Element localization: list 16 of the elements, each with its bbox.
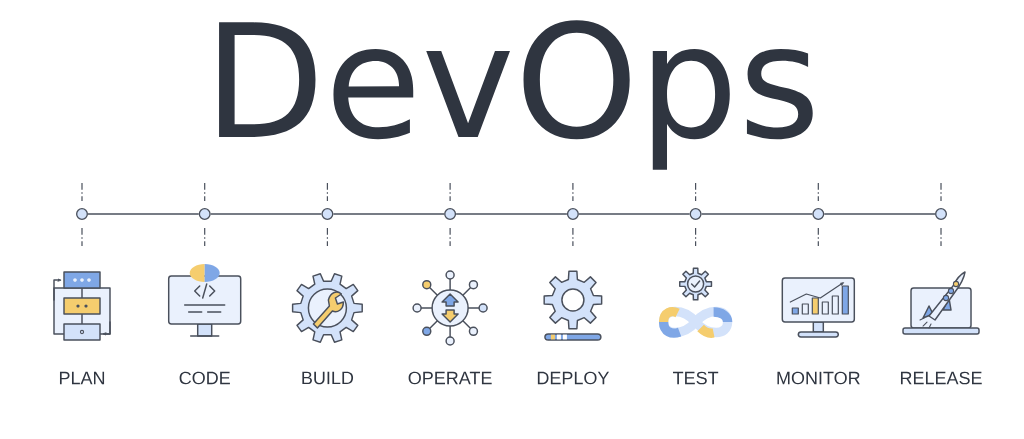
timeline-line: [210, 213, 323, 215]
timeline-line: [700, 213, 813, 215]
step-label: OPERATE: [408, 371, 492, 385]
step-label: DEPLOY: [537, 371, 609, 385]
step-label: CODE: [179, 371, 230, 385]
timeline-line: [455, 213, 568, 215]
timeline-line: [578, 213, 691, 215]
step-label: PLAN: [60, 371, 105, 385]
title: DevOps: [219, 20, 813, 170]
step-label: MONITOR: [777, 371, 860, 385]
timeline-line: [823, 213, 936, 215]
step-label: RELEASE: [901, 371, 982, 385]
timeline-line: [332, 213, 445, 215]
timeline-line: [87, 213, 200, 215]
step-label: BUILD: [302, 371, 354, 385]
step-label: TEST: [673, 371, 719, 385]
